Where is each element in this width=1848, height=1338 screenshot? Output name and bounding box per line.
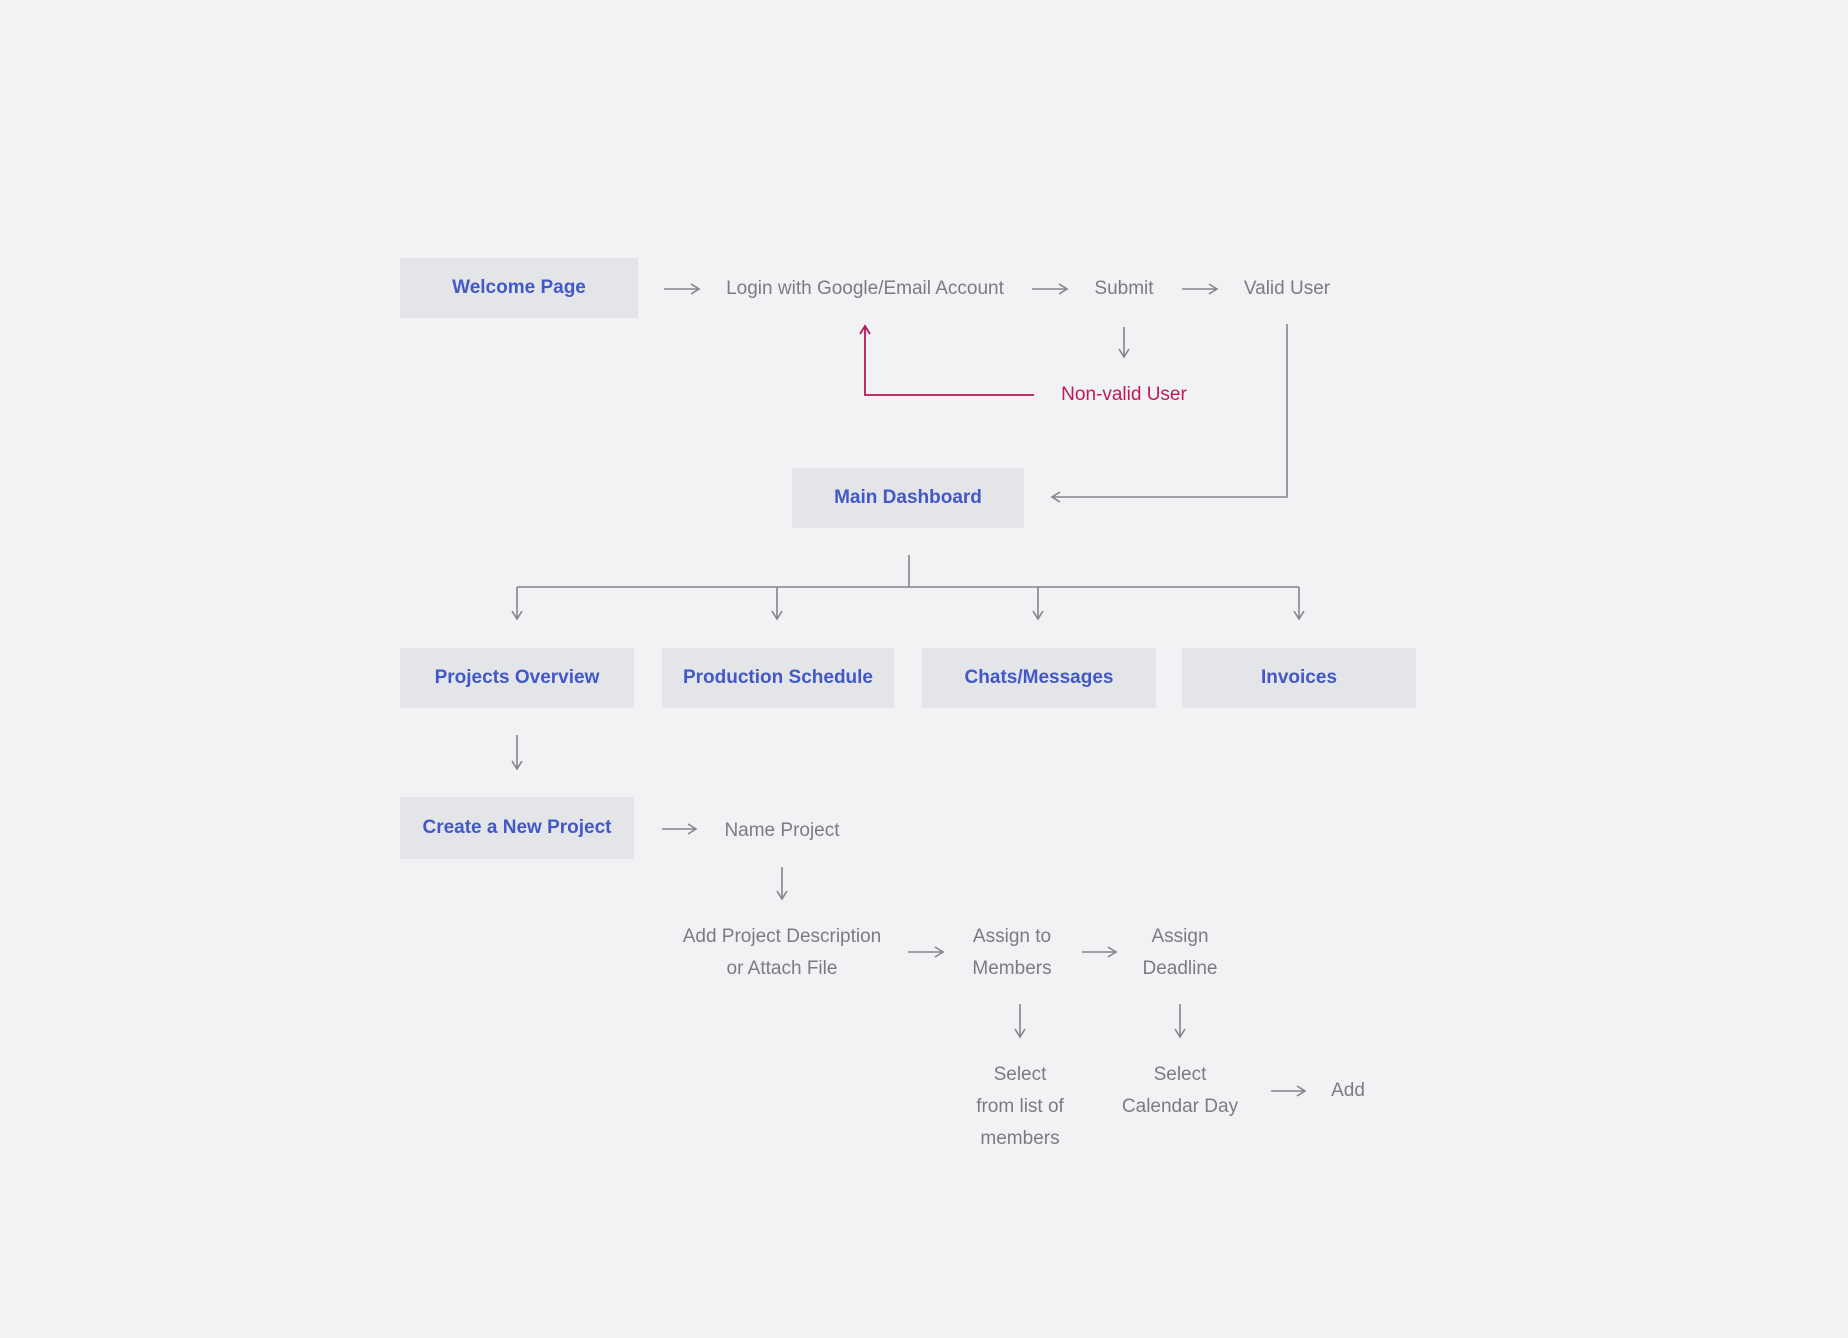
select-members-step: Select from list of members bbox=[960, 1058, 1080, 1156]
select-day-step: Select Calendar Day bbox=[1110, 1058, 1250, 1124]
name-project-label: Name Project bbox=[724, 820, 840, 841]
welcome-page-box: Welcome Page bbox=[400, 258, 638, 318]
arrow-select-day-to-add bbox=[1271, 1085, 1307, 1097]
assign-members-line-2: Members bbox=[972, 958, 1052, 979]
add-description-step: Add Project Description or Attach File bbox=[660, 920, 904, 986]
arrow-deadline-to-select-day bbox=[1174, 1004, 1186, 1039]
login-step: Login with Google/Email Account bbox=[705, 271, 1025, 307]
chats-messages-label: Chats/Messages bbox=[964, 667, 1114, 688]
non-valid-user-label: Non-valid User bbox=[1061, 384, 1187, 405]
select-members-line-3: members bbox=[980, 1128, 1060, 1149]
submit-step: Submit bbox=[1074, 271, 1174, 307]
projects-overview-box: Projects Overview bbox=[400, 648, 634, 708]
submit-step-label: Submit bbox=[1094, 278, 1154, 299]
create-new-project-label: Create a New Project bbox=[422, 817, 612, 838]
arrow-welcome-to-login bbox=[664, 283, 701, 295]
invoices-label: Invoices bbox=[1260, 667, 1338, 688]
assign-deadline-line-1: Assign bbox=[1151, 926, 1209, 947]
non-valid-user-step: Non-valid User bbox=[1046, 377, 1202, 413]
welcome-page-label: Welcome Page bbox=[452, 277, 586, 298]
login-step-label: Login with Google/Email Account bbox=[726, 278, 1004, 299]
main-dashboard-label: Main Dashboard bbox=[834, 487, 982, 508]
arrow-members-to-select-list bbox=[1014, 1004, 1026, 1039]
select-members-line-1: Select bbox=[993, 1064, 1047, 1085]
assign-members-step: Assign to Members bbox=[952, 920, 1072, 986]
dashboard-branch-tree bbox=[511, 555, 1305, 621]
valid-user-label: Valid User bbox=[1243, 278, 1331, 299]
arrow-overview-to-create bbox=[511, 735, 523, 771]
valid-user-step: Valid User bbox=[1222, 271, 1352, 307]
assign-deadline-line-2: Deadline bbox=[1142, 958, 1218, 979]
select-day-line-2: Calendar Day bbox=[1121, 1096, 1239, 1117]
arrow-members-to-deadline bbox=[1082, 946, 1118, 958]
select-day-line-1: Select bbox=[1153, 1064, 1207, 1085]
arrow-description-to-members bbox=[908, 946, 945, 958]
assign-deadline-step: Assign Deadline bbox=[1120, 920, 1240, 986]
chats-messages-box: Chats/Messages bbox=[922, 648, 1156, 708]
main-dashboard-box: Main Dashboard bbox=[792, 468, 1024, 528]
arrow-valid-user-to-dashboard bbox=[1050, 324, 1288, 503]
name-project-step: Name Project bbox=[702, 813, 862, 849]
create-new-project-box: Create a New Project bbox=[400, 797, 634, 859]
assign-members-line-1: Assign to bbox=[972, 926, 1052, 947]
select-members-line-2: from list of bbox=[976, 1096, 1064, 1117]
add-step: Add bbox=[1316, 1073, 1380, 1109]
arrow-submit-to-non-valid bbox=[1118, 327, 1130, 359]
arrow-create-to-name bbox=[662, 823, 698, 835]
production-schedule-label: Production Schedule bbox=[682, 667, 874, 688]
arrow-login-to-submit bbox=[1032, 283, 1069, 295]
arrow-name-to-description bbox=[776, 867, 788, 901]
add-label: Add bbox=[1331, 1080, 1365, 1101]
add-description-line-2: or Attach File bbox=[726, 958, 838, 979]
arrow-non-valid-back-to-login bbox=[859, 324, 1034, 396]
production-schedule-box: Production Schedule bbox=[662, 648, 894, 708]
arrow-submit-to-valid-user bbox=[1182, 283, 1219, 295]
invoices-box: Invoices bbox=[1182, 648, 1416, 708]
projects-overview-label: Projects Overview bbox=[434, 667, 600, 688]
add-description-line-1: Add Project Description bbox=[682, 926, 882, 947]
